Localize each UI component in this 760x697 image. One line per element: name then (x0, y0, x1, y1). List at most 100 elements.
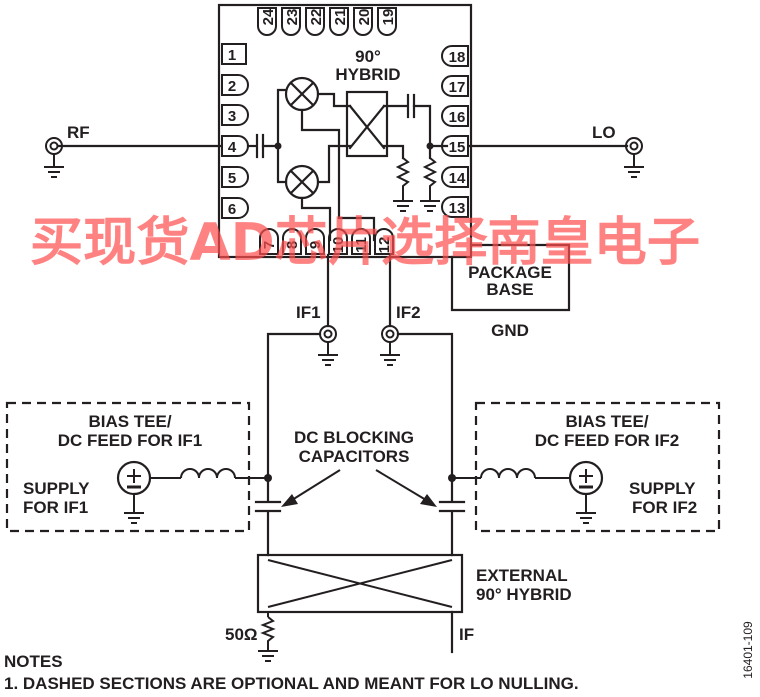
package-base-label-2: BASE (486, 280, 533, 299)
pin-label: 6 (228, 201, 236, 218)
pin-label: 18 (449, 49, 466, 66)
gnd-label: GND (491, 321, 529, 340)
bias-tee-if1-title-2: DC FEED FOR IF1 (58, 431, 203, 450)
internal-hybrid-label-1: 90° (355, 47, 381, 66)
pin-12: 12 (374, 228, 394, 255)
pin-label: 17 (449, 79, 466, 96)
termination-resistor-icon (395, 157, 411, 200)
if1-label: IF1 (296, 303, 321, 322)
notes-heading: NOTES (4, 652, 63, 671)
pin-22: 22 (305, 7, 325, 36)
pin-19: 19 (377, 7, 397, 36)
mixer-1-icon (284, 76, 320, 112)
rf-port[interactable]: RF (44, 123, 222, 178)
pin-6: 6 (221, 197, 249, 219)
pin-16: 16 (441, 105, 469, 127)
pin-label: 11 (353, 237, 370, 253)
if-output[interactable]: IF (450, 610, 474, 654)
dc-blocking-capacitor-if1 (254, 500, 282, 513)
right-pins: 18 17 16 15 14 13 (441, 45, 469, 218)
lo-shunt-resistor-icon (422, 157, 438, 200)
pin-label: 12 (376, 237, 393, 254)
bias-tee-if2-title-2: DC FEED FOR IF2 (535, 431, 680, 450)
pin-label: 15 (449, 139, 466, 156)
pin-14: 14 (441, 166, 469, 188)
watermark-text: 买现货AD芯片选择南皇电子 (30, 213, 700, 273)
supply-if2-label-2: FOR IF2 (632, 498, 697, 517)
ground-icon (258, 650, 278, 662)
ground-icon (380, 354, 400, 366)
pin-5: 5 (221, 166, 249, 188)
ground-icon (393, 200, 413, 212)
external-hybrid-icon (256, 553, 464, 614)
bias-tee-if1-title-1: BIAS TEE/ (88, 412, 171, 431)
pin-label: 24 (260, 8, 277, 25)
pin-label: 21 (332, 9, 349, 26)
dc-blocking-label-2: CAPACITORS (299, 447, 410, 466)
pin-label: 10 (330, 237, 347, 254)
inductor-icon (480, 468, 536, 479)
pin-label: 14 (449, 170, 466, 187)
pin-17: 17 (441, 75, 469, 97)
pin-18: 18 (441, 45, 469, 67)
if1-connector-icon (319, 325, 337, 343)
dashed-section (474, 401, 721, 533)
internal-circuit (246, 76, 449, 242)
dashed-section (5, 401, 251, 533)
left-pins: 1 2 3 4 5 6 (221, 43, 249, 219)
dc-supply-icon (568, 460, 604, 496)
supply-if2-label-1: SUPPLY (629, 479, 696, 498)
figure-id: 16401-109 (741, 621, 755, 679)
pin-8: 8 (282, 228, 302, 255)
package-base-label-1: PACKAGE (468, 263, 552, 282)
ground-icon (624, 166, 644, 178)
pin-label: 16 (449, 109, 466, 126)
lo-port[interactable]: LO (468, 123, 644, 178)
rf-label: RF (67, 123, 90, 142)
pin-label: 19 (380, 9, 397, 26)
pin-7: 7 (259, 228, 279, 255)
pin-label: 2 (228, 78, 236, 95)
arrow-icon (375, 469, 437, 507)
pin-label: 23 (284, 9, 301, 26)
external-hybrid-label-1: EXTERNAL (476, 566, 568, 585)
supply-if1-label-1: SUPPLY (23, 479, 90, 498)
dc-blocking-label-1: DC BLOCKING (294, 428, 414, 447)
internal-hybrid-label-2: HYBRID (335, 65, 400, 84)
supply-if1-label-2: FOR IF1 (23, 498, 88, 517)
external-hybrid: EXTERNAL 90° HYBRID (256, 553, 572, 614)
package-base: PACKAGE BASE GND (450, 243, 571, 340)
external-hybrid-label-2: 90° HYBRID (476, 585, 572, 604)
resistor-icon (260, 616, 276, 651)
ground-icon (318, 354, 338, 366)
pin-label: 1 (228, 47, 236, 64)
pin-label: 20 (356, 9, 373, 26)
bias-tee-if1: BIAS TEE/ DC FEED FOR IF1 SUPPLY FOR IF1 (5, 401, 268, 533)
pin-label: 13 (449, 200, 466, 217)
ground-icon (420, 200, 440, 212)
dc-blocking-capacitor-if2 (438, 500, 466, 513)
pin-label: 9 (307, 241, 324, 249)
pin-21: 21 (329, 7, 349, 36)
inductor-icon (180, 468, 236, 479)
pin-label: 4 (228, 139, 237, 156)
pin-10: 10 (328, 228, 348, 255)
note-item: 1. DASHED SECTIONS ARE OPTIONAL AND MEAN… (4, 674, 579, 693)
bottom-pins: 7 8 9 10 11 12 (259, 228, 394, 255)
dc-supply-icon (116, 460, 152, 496)
ground-icon (576, 512, 596, 524)
lo-label: LO (592, 123, 616, 142)
pin-label: 22 (308, 9, 325, 26)
pin-label: 3 (228, 108, 236, 125)
pin-label: 8 (284, 241, 301, 249)
pin-3: 3 (221, 104, 249, 126)
lo-connector-icon (625, 137, 643, 155)
pin-23: 23 (281, 7, 301, 36)
pin-9: 9 (305, 228, 325, 255)
pin-11: 11 (351, 228, 371, 255)
pin-1: 1 (221, 43, 247, 65)
if-output-label: IF (459, 625, 474, 644)
ground-icon (44, 166, 64, 178)
arrow-icon (281, 469, 341, 507)
termination-50ohm: 50Ω (225, 612, 278, 662)
